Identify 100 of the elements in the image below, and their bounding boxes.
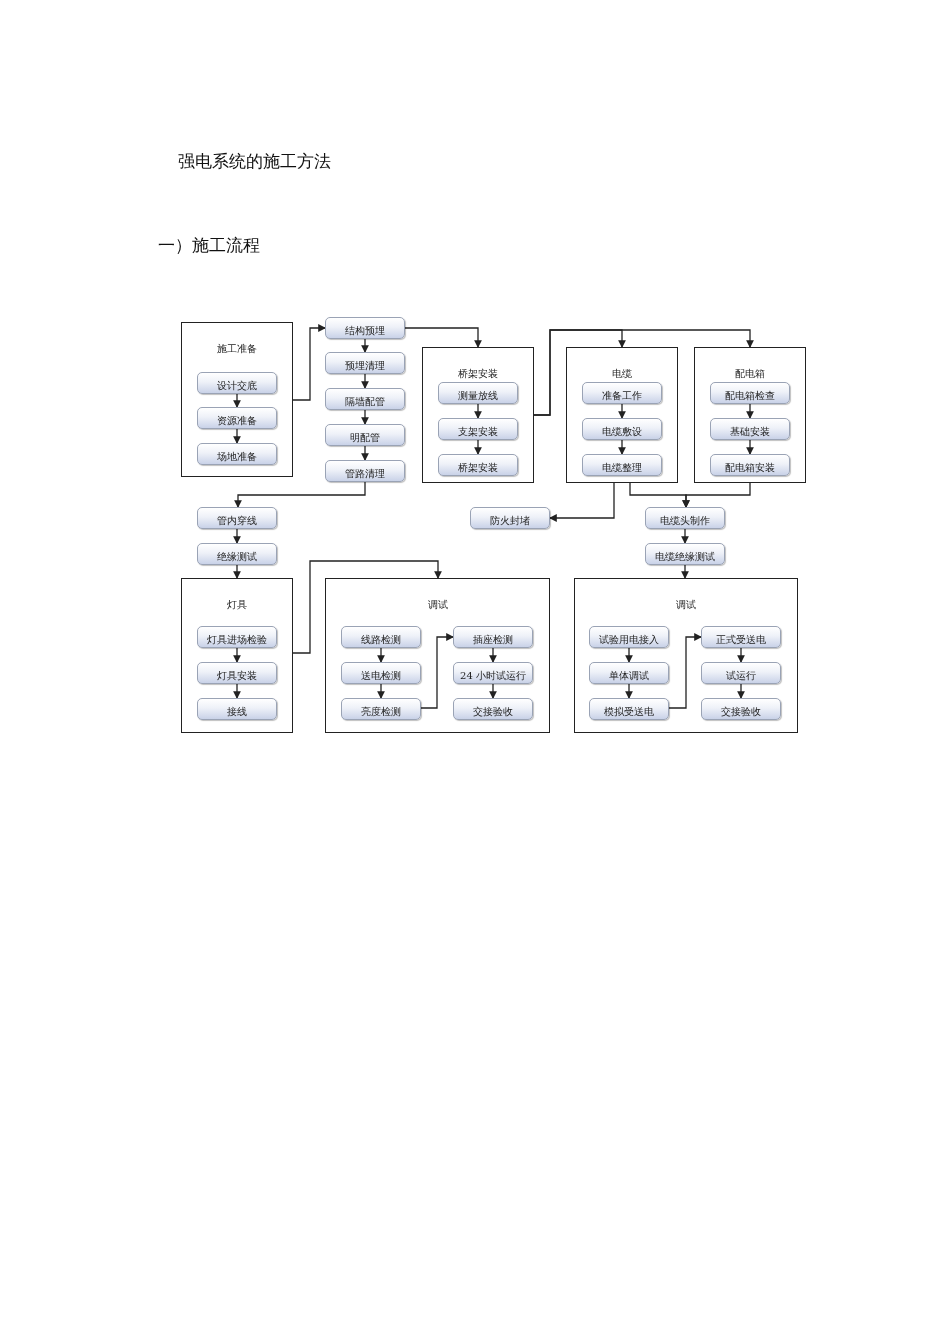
- process-box: [438, 418, 518, 440]
- process-box: [453, 662, 533, 684]
- process-box: [589, 662, 669, 684]
- process-box: [197, 626, 277, 648]
- process-box: [438, 382, 518, 404]
- arrow: [377, 647, 385, 663]
- step-label: 插座检测: [473, 634, 513, 646]
- process-box: [589, 626, 669, 648]
- group-box: [181, 322, 293, 477]
- step-label: 配电箱检查: [725, 390, 775, 402]
- step-label: 交接验收: [473, 706, 513, 718]
- arrow: [549, 482, 615, 522]
- group-box: [566, 347, 678, 483]
- process-box: [701, 626, 781, 648]
- step-label: 管内穿线: [217, 515, 257, 527]
- step-label: 线路检测: [361, 634, 401, 646]
- process-box: [645, 507, 725, 529]
- group-title: 电缆: [611, 368, 633, 380]
- process-box: [325, 460, 405, 482]
- step-label: 试验用电接入: [599, 634, 659, 646]
- process-box: [582, 382, 662, 404]
- group-box: [694, 347, 806, 483]
- process-box: [325, 388, 405, 410]
- arrow: [533, 329, 754, 416]
- step-label: 场地准备: [217, 451, 257, 463]
- process-box: [710, 382, 790, 404]
- arrow: [737, 683, 745, 699]
- page-title: 强电系统的施工方法: [178, 150, 331, 172]
- step-label: 电缆绝缘测试: [655, 551, 715, 563]
- step-label: 设计交底: [217, 380, 257, 392]
- step-label: 单体调试: [609, 670, 649, 682]
- group-title: 桥架安装: [457, 368, 499, 380]
- process-box: [582, 418, 662, 440]
- arrow: [474, 403, 482, 419]
- arrow: [377, 683, 385, 699]
- arrow: [625, 683, 633, 699]
- process-box: [438, 454, 518, 476]
- arrow: [746, 403, 754, 419]
- step-label: 预埋清理: [345, 360, 385, 372]
- process-box: [470, 507, 550, 529]
- step-label: 交接验收: [721, 706, 761, 718]
- process-box: [325, 424, 405, 446]
- arrow: [618, 403, 626, 419]
- group-box: [181, 578, 293, 733]
- step-label: 灯具进场检验: [207, 634, 267, 646]
- arrow: [361, 338, 369, 353]
- step-label: 正式受送电: [716, 634, 766, 646]
- process-box: [453, 626, 533, 648]
- process-box: [701, 662, 781, 684]
- process-box: [341, 698, 421, 720]
- group-title: 配电箱: [734, 368, 766, 380]
- step-label: 送电检测: [361, 670, 401, 682]
- arrow: [233, 528, 241, 544]
- arrow: [361, 373, 369, 389]
- group-box: [422, 347, 534, 483]
- step-label: 电缆敷设: [602, 426, 642, 438]
- arrow: [233, 683, 241, 699]
- process-box: [197, 543, 277, 565]
- step-label: 测量放线: [458, 390, 498, 402]
- process-box: [645, 543, 725, 565]
- process-box: [710, 418, 790, 440]
- step-label: 明配管: [350, 432, 380, 444]
- process-box: [701, 698, 781, 720]
- step-label: 试运行: [726, 670, 756, 682]
- step-label: 接线: [227, 706, 247, 718]
- arrow: [618, 439, 626, 455]
- group-box: [574, 578, 798, 733]
- group-title: 灯具: [226, 599, 248, 611]
- process-box: [197, 698, 277, 720]
- section-heading: 一）施工流程: [158, 234, 260, 256]
- process-box: [197, 443, 277, 465]
- group-title: 施工准备: [216, 343, 258, 355]
- step-label: 模拟受送电: [604, 706, 654, 718]
- arrow: [625, 647, 633, 663]
- arrow: [737, 647, 745, 663]
- arrow: [233, 428, 241, 444]
- step-label: 桥架安装: [458, 462, 498, 474]
- arrow: [420, 633, 454, 709]
- arrow: [489, 683, 497, 699]
- step-label: 电缆头制作: [660, 515, 710, 527]
- process-box: [341, 662, 421, 684]
- arrow: [233, 564, 241, 579]
- step-label: 配电箱安装: [725, 462, 775, 474]
- process-box: [197, 662, 277, 684]
- arrow: [681, 528, 689, 544]
- arrow: [233, 393, 241, 408]
- arrow: [361, 409, 369, 425]
- arrow: [292, 324, 326, 401]
- step-label: 防火封堵: [490, 515, 530, 527]
- step-label: 绝缘测试: [217, 551, 257, 563]
- step-label: 电缆整理: [602, 462, 642, 474]
- group-title: 调试: [426, 599, 449, 611]
- process-box: [453, 698, 533, 720]
- arrow: [292, 560, 442, 654]
- step-label: 隔墙配管: [345, 396, 385, 408]
- step-label: 支架安装: [458, 426, 498, 438]
- group-title: 调试: [675, 599, 697, 611]
- arrow: [746, 439, 754, 455]
- arrow: [489, 647, 497, 663]
- arrow: [682, 482, 751, 508]
